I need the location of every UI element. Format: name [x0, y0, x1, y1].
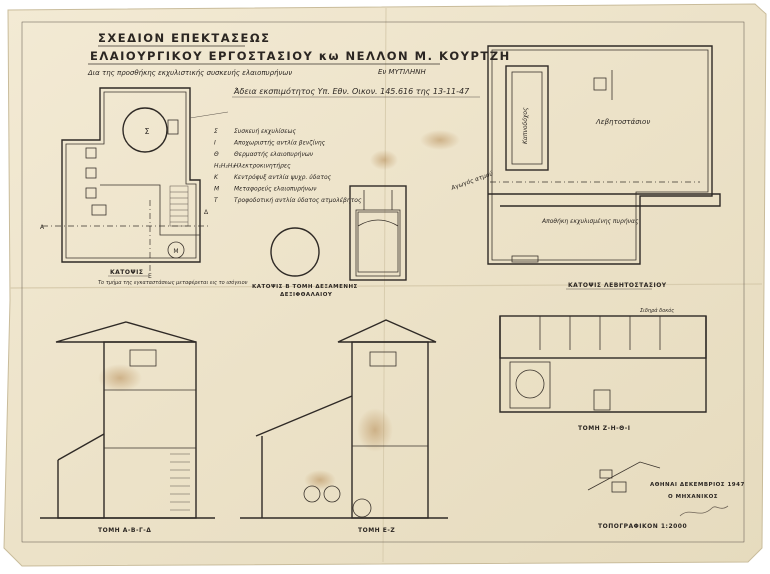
motor-circle — [167, 241, 185, 259]
svg-text:Σιδηρά δοκός: Σιδηρά δοκός — [640, 307, 674, 314]
stain — [370, 150, 398, 170]
caption-sec-ez: ΤΟΜΗ Ε-Ζ — [358, 527, 395, 534]
tank-section — [349, 185, 407, 281]
legend-key: Σ — [214, 128, 218, 135]
legend-key: Κ — [214, 174, 219, 181]
legend-text: Ηλεκτροκινητήρες — [234, 163, 291, 170]
caption-tank-2: ΔΕΞΙΦΘΑΛΑΙΟΥ — [280, 292, 333, 298]
legend-text: Θερμαστής ελαιοπυρήνων — [234, 151, 314, 158]
extractor-circle — [122, 107, 168, 153]
tank-drawings: ΚΑΤΟΨΙΣ Β ΤΟΜΗ ΔΕΞΑΜΕΝΗΣ ΔΕΞΙΦΘΑΛΑΙΟΥ — [252, 185, 407, 298]
legend-key: Η₁Η₂Η₃ — [214, 163, 235, 170]
signature-block: ΑΘΗΝΑΙ ΔΕΚΕΜΒΡΙΟΣ 1947 Ο ΜΗΧΑΝΙΚΟΣ — [650, 482, 745, 517]
permit-line: Άδεια εκσπιμότητος Υπ. Εθν. Οικον. 145.6… — [233, 86, 470, 96]
section-abcd: ΤΟΜΗ Α-Β-Γ-Δ — [40, 321, 215, 534]
plan-left-note: Το τμήμα της εγκαταστάσεως μεταφέρεται ε… — [98, 279, 248, 286]
caption-sec-abcd: ΤΟΜΗ Α-Β-Γ-Δ — [98, 527, 151, 534]
caption-plan-right: ΚΑΤΟΨΙΣ ΛΕΒΗΤΟΣΤΑΣΙΟΥ — [568, 282, 667, 289]
location: Εν ΜΥΤΙΛΗΝΗ — [378, 68, 427, 76]
subtitle: Δια της προσθήκης εκχυλιστικής συσκευής … — [87, 69, 292, 77]
stain — [98, 364, 142, 392]
svg-text:Ε: Ε — [148, 273, 152, 280]
frame — [21, 21, 745, 543]
tank-plan-circle — [270, 227, 320, 277]
svg-text:Σ: Σ — [144, 127, 149, 136]
title-line2: ΕΛΑΙΟΥΡΓΙΚΟΥ ΕΡΓΟΣΤΑΣΙΟΥ κω ΝΕΛΛΟΝ Μ. ΚΟ… — [90, 49, 511, 63]
chimney-block — [505, 65, 549, 171]
topo-caption: ΤΟΠΟΓΡΑΦΙΚΟΝ 1:2000 — [598, 523, 687, 530]
legend-text: Συσκευή εκχυλίσεως — [234, 128, 296, 135]
legend-key: Ι — [214, 140, 216, 147]
stain — [357, 408, 393, 452]
boiler-room-label: Λεβητοστάσιον — [595, 118, 650, 126]
caption-plan-left: ΚΑΤΟΨΙΣ — [110, 269, 143, 276]
legend-key: Μ — [214, 186, 220, 193]
plan-left: Σ Μ Α Ε Δ ΚΑΤΟΨΙΣ Το τμήμα της εγκαταστά… — [40, 87, 248, 286]
fold-line — [9, 283, 763, 289]
legend-text: Αποχωριστής αντλία βενζίνης — [233, 140, 326, 147]
legend-text: Κεντρόφυξ αντλία ψυχρ. ύδατος — [234, 174, 332, 181]
fold-line — [382, 7, 387, 563]
stain — [420, 130, 460, 150]
svg-text:Δ: Δ — [204, 209, 209, 216]
title-block: ΣΧΕΔΙΟΝ ΕΠΕΚΤΑΣΕΩΣ ΕΛΑΙΟΥΡΓΙΚΟΥ ΕΡΓΟΣΤΑΣ… — [87, 31, 511, 98]
svg-text:Μ: Μ — [173, 248, 178, 255]
title-line1: ΣΧΕΔΙΟΝ ΕΠΕΚΤΑΣΕΩΣ — [98, 31, 271, 45]
engineer-line: Ο ΜΗΧΑΝΙΚΟΣ — [668, 494, 718, 500]
legend-key: Θ — [214, 151, 219, 158]
svg-text:Αποθήκη εκχυλισμένης πυρήνας: Αποθήκη εκχυλισμένης πυρήνας — [541, 218, 639, 225]
caption-tank: ΚΑΤΟΨΙΣ Β ΤΟΜΗ ΔΕΞΑΜΕΝΗΣ — [252, 284, 358, 290]
legend-text: Τροφοδοτική αντλία ύδατος ατμολέβητος — [234, 197, 362, 204]
legend-text: Μεταφορεύς ελαιοπυρήνων — [234, 186, 317, 193]
topographic-inset: ΤΟΠΟΓΡΑΦΙΚΟΝ 1:2000 — [587, 461, 687, 530]
svg-text:Καπνοδόχος: Καπνοδόχος — [522, 107, 529, 144]
signature — [679, 505, 729, 517]
legend-key: Τ — [214, 197, 219, 204]
stain — [304, 470, 336, 490]
plan-right: Καπνοδόχος Λεβητοστάσιον Αποθήκη εκχυλισ… — [449, 45, 721, 290]
date-line: ΑΘΗΝΑΙ ΔΕΚΕΜΒΡΙΟΣ 1947 — [650, 482, 745, 488]
caption-sec-zhthi: ΤΟΜΗ Ζ-Η-Θ-Ι — [578, 425, 630, 432]
section-ez: ΤΟΜΗ Ε-Ζ — [240, 319, 448, 534]
section-zhthi: Σιδηρά δοκός ΤΟΜΗ Ζ-Η-Θ-Ι — [499, 307, 707, 432]
svg-text:Α: Α — [40, 224, 45, 231]
